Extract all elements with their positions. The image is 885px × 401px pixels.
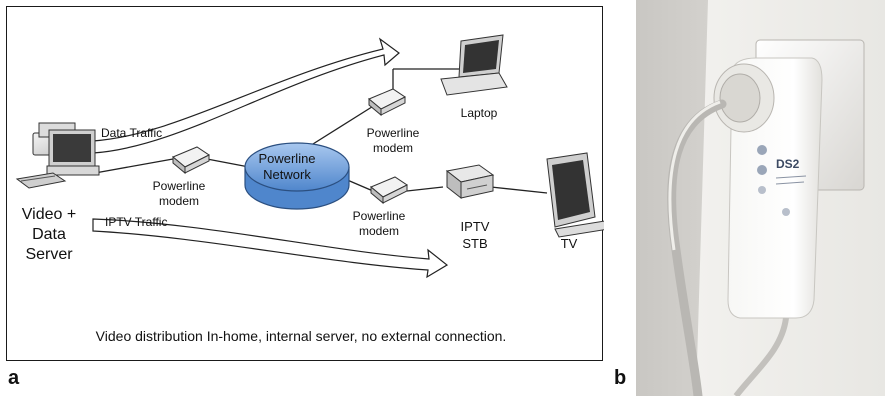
tv-label: TV bbox=[561, 236, 578, 251]
powerline-modem-bottom-icon bbox=[370, 176, 408, 205]
panel-letter-b: b bbox=[614, 367, 627, 389]
server-label-line2: Data bbox=[32, 226, 66, 243]
photo-illustration: DS2 bbox=[636, 0, 885, 401]
powerline-network-icon bbox=[244, 142, 350, 210]
data-traffic-label: Data Traffic bbox=[101, 126, 162, 140]
powerline-modem-left-icon bbox=[172, 146, 210, 175]
connection-lines bbox=[94, 68, 548, 194]
iptv-stb-icon bbox=[445, 164, 495, 200]
desktop-computer-icon bbox=[15, 122, 100, 189]
laptop-icon bbox=[440, 34, 508, 96]
stb-label-line2: STB bbox=[462, 236, 487, 251]
modem-left-label-line2: modem bbox=[159, 194, 199, 208]
diagram-panel: Data Traffic IPTV Traffic Video + Data S… bbox=[6, 6, 604, 361]
server-label-line1: Video + bbox=[22, 206, 76, 223]
device-brand-text: DS2 bbox=[776, 157, 800, 171]
network-label-line2: Network bbox=[263, 167, 311, 182]
modem-bottom-label-line1: Powerline bbox=[353, 209, 406, 223]
laptop-label: Laptop bbox=[461, 106, 498, 120]
diagram-caption: Video distribution In-home, internal ser… bbox=[96, 328, 507, 344]
modem-left-label-line1: Powerline bbox=[153, 179, 206, 193]
data-traffic-arrow bbox=[92, 37, 400, 154]
network-diagram: Data Traffic IPTV Traffic Video + Data S… bbox=[15, 34, 604, 344]
stb-label-line1: IPTV bbox=[461, 219, 490, 234]
modem-bottom-label-line2: modem bbox=[359, 224, 399, 238]
powerline-modem-top-icon bbox=[368, 88, 406, 117]
iptv-traffic-arrow bbox=[92, 218, 449, 279]
powerline-adapter-photo: DS2 bbox=[636, 0, 885, 401]
modem-top-label-line1: Powerline bbox=[367, 126, 420, 140]
modem-top-label-line2: modem bbox=[373, 141, 413, 155]
panel-letter-a: a bbox=[8, 367, 20, 389]
server-label-line3: Server bbox=[25, 246, 73, 263]
iptv-traffic-label: IPTV Traffic bbox=[105, 215, 167, 229]
network-label-line1: Powerline bbox=[258, 151, 315, 166]
tv-icon bbox=[546, 152, 604, 238]
